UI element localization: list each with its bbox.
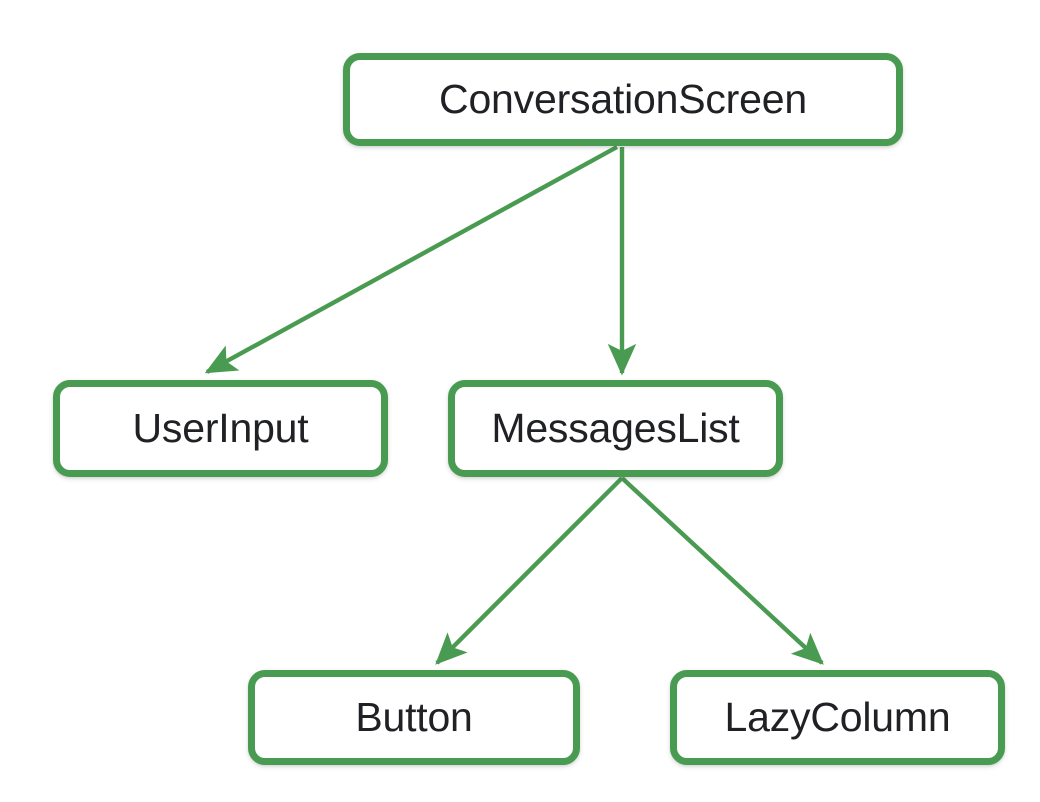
node-label-button: Button (355, 694, 473, 740)
edge-messageslist-lazycolumn (620, 476, 824, 665)
node-conversationscreen[interactable]: ConversationScreen (343, 53, 903, 146)
edge-messageslist-button (435, 476, 624, 665)
node-label-conversationscreen: ConversationScreen (439, 76, 807, 122)
node-userinput[interactable]: UserInput (53, 380, 388, 477)
node-messageslist[interactable]: MessagesList (448, 380, 783, 477)
edge-conversationscreen-userinput (204, 145, 619, 374)
node-label-userinput: UserInput (132, 405, 309, 451)
node-lazycolumn[interactable]: LazyColumn (670, 670, 1005, 765)
node-label-messageslist: MessagesList (491, 405, 740, 451)
node-button[interactable]: Button (248, 670, 580, 765)
node-label-lazycolumn: LazyColumn (724, 694, 951, 740)
